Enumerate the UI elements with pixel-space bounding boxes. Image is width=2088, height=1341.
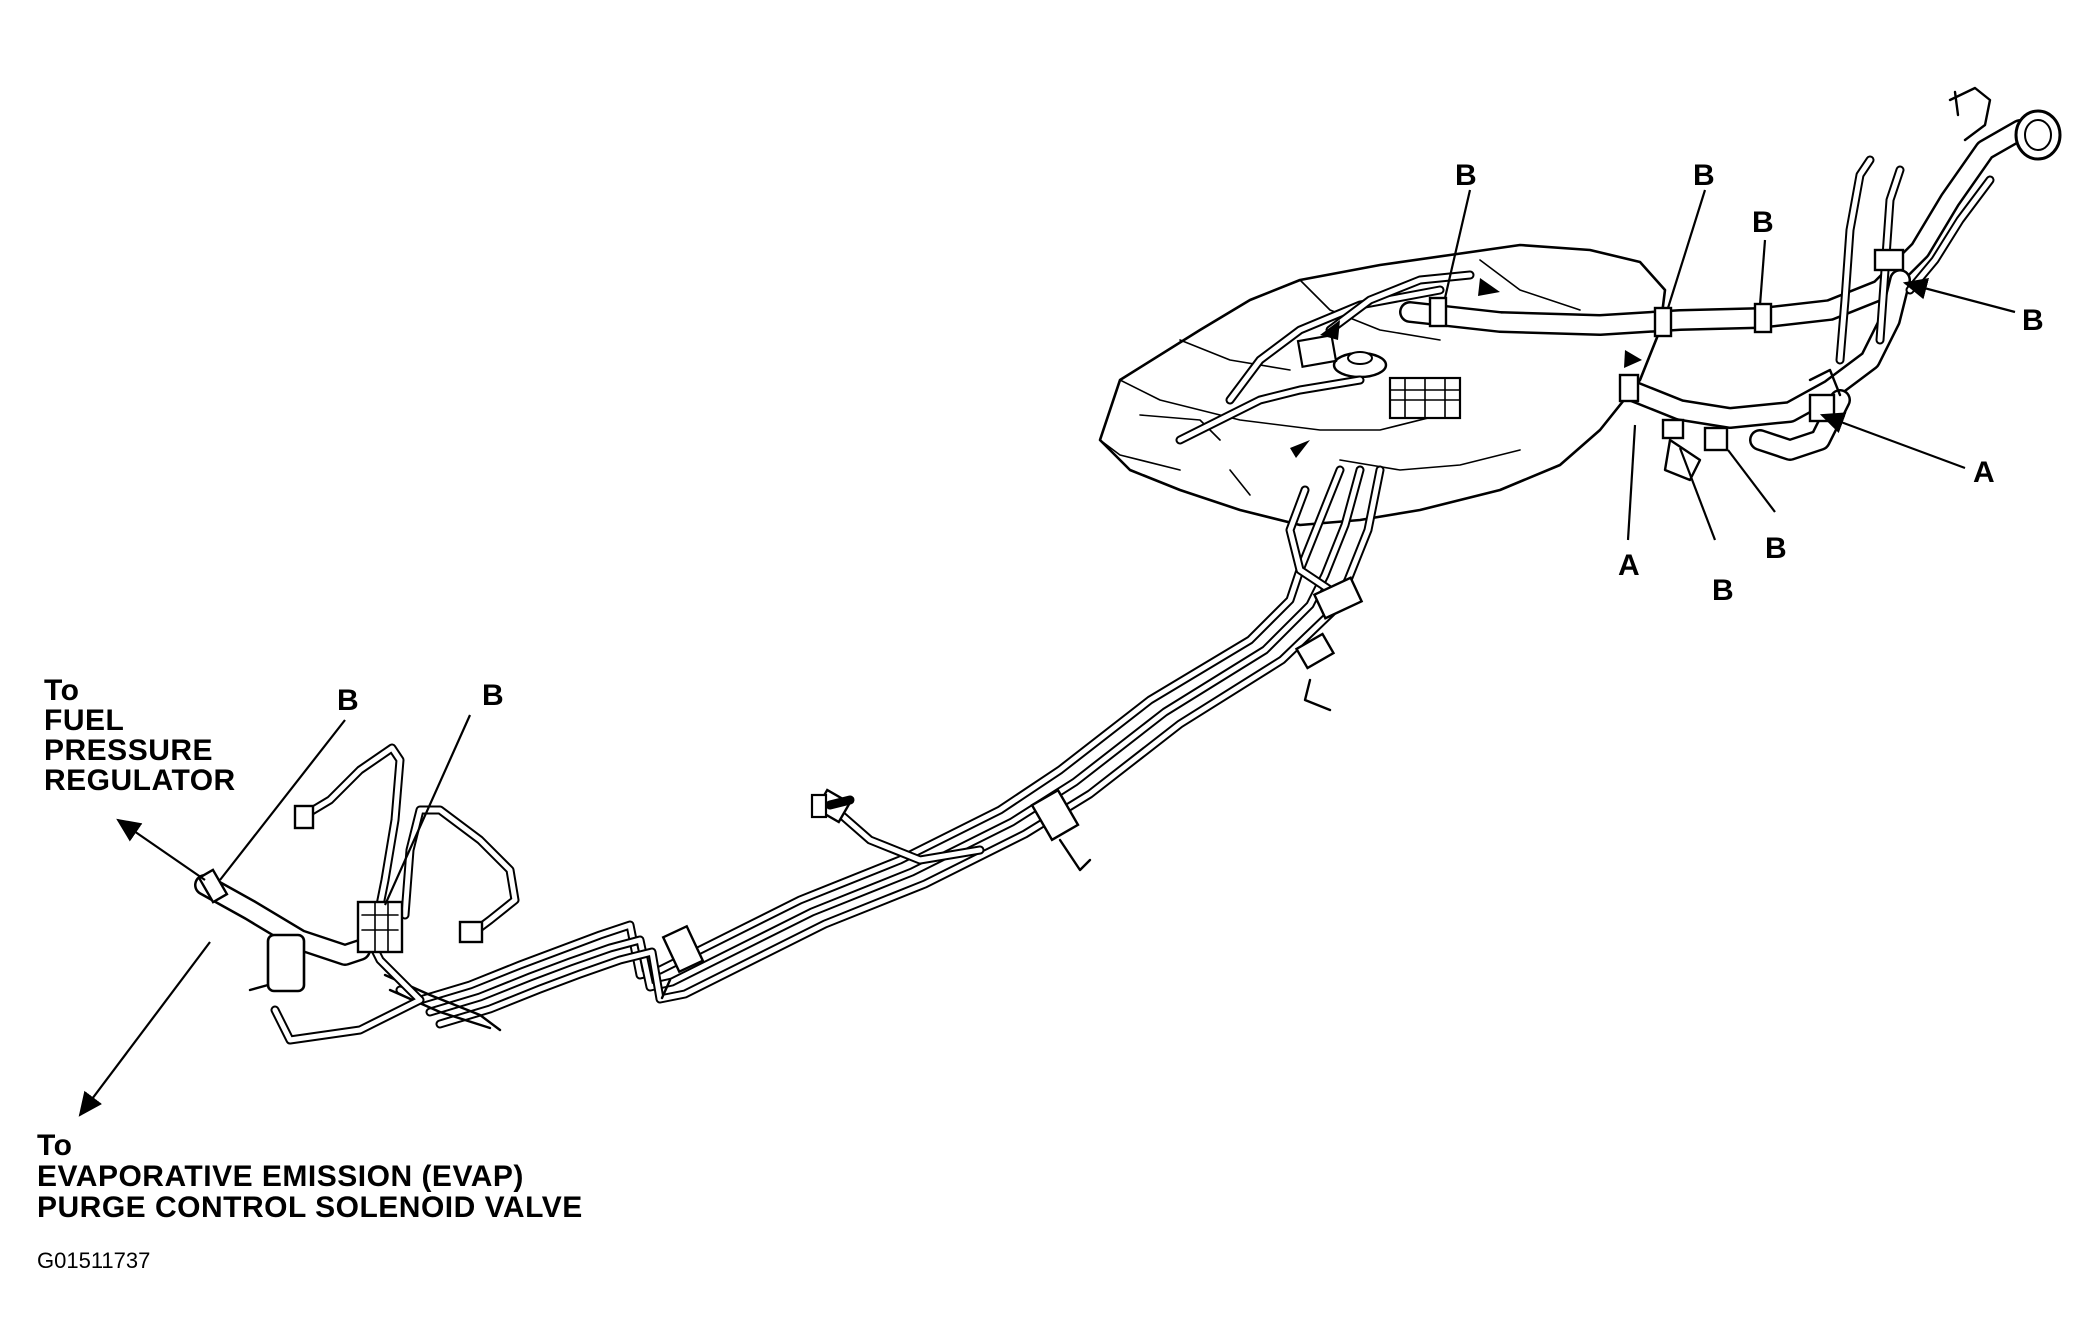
callout-b-filler-neck: B: [2022, 304, 2044, 337]
svg-text:To: To: [37, 1129, 72, 1162]
evap-valve-label: To EVAPORATIVE EMISSION (EVAP) PURGE CON…: [37, 1129, 583, 1224]
filler-neck-drawing: [1399, 86, 2062, 482]
callout-b-filler-hose: B: [1752, 206, 1774, 239]
callout-a-left: A: [1618, 549, 1640, 582]
svg-text:PRESSURE: PRESSURE: [44, 734, 213, 767]
svg-text:REGULATOR: REGULATOR: [44, 764, 236, 797]
fuel-tank-drawing: [1098, 243, 1667, 527]
fuel-line-bundle-drawing: [383, 465, 1385, 1032]
callout-b-lower-right: B: [1765, 532, 1787, 565]
svg-text:EVAPORATIVE EMISSION (EVAP): EVAPORATIVE EMISSION (EVAP): [37, 1160, 524, 1193]
callout-b-tank-left: B: [1455, 159, 1477, 192]
callout-leaders: [78, 189, 2016, 1117]
figure-code: G01511737: [37, 1248, 150, 1273]
callout-b-left-bracket: B: [482, 679, 504, 712]
callout-a-right: A: [1973, 456, 1995, 489]
svg-text:To: To: [44, 674, 79, 707]
callout-b-lower: B: [1712, 574, 1734, 607]
svg-text:PURGE CONTROL SOLENOID VALVE: PURGE CONTROL SOLENOID VALVE: [37, 1191, 583, 1224]
callout-b-regulator-hose: B: [337, 684, 359, 717]
fuel-regulator-label: To FUEL PRESSURE REGULATOR: [44, 674, 236, 797]
svg-text:FUEL: FUEL: [44, 704, 124, 737]
canister-drawing: [194, 743, 855, 1045]
callout-b-tank-right: B: [1693, 159, 1715, 192]
